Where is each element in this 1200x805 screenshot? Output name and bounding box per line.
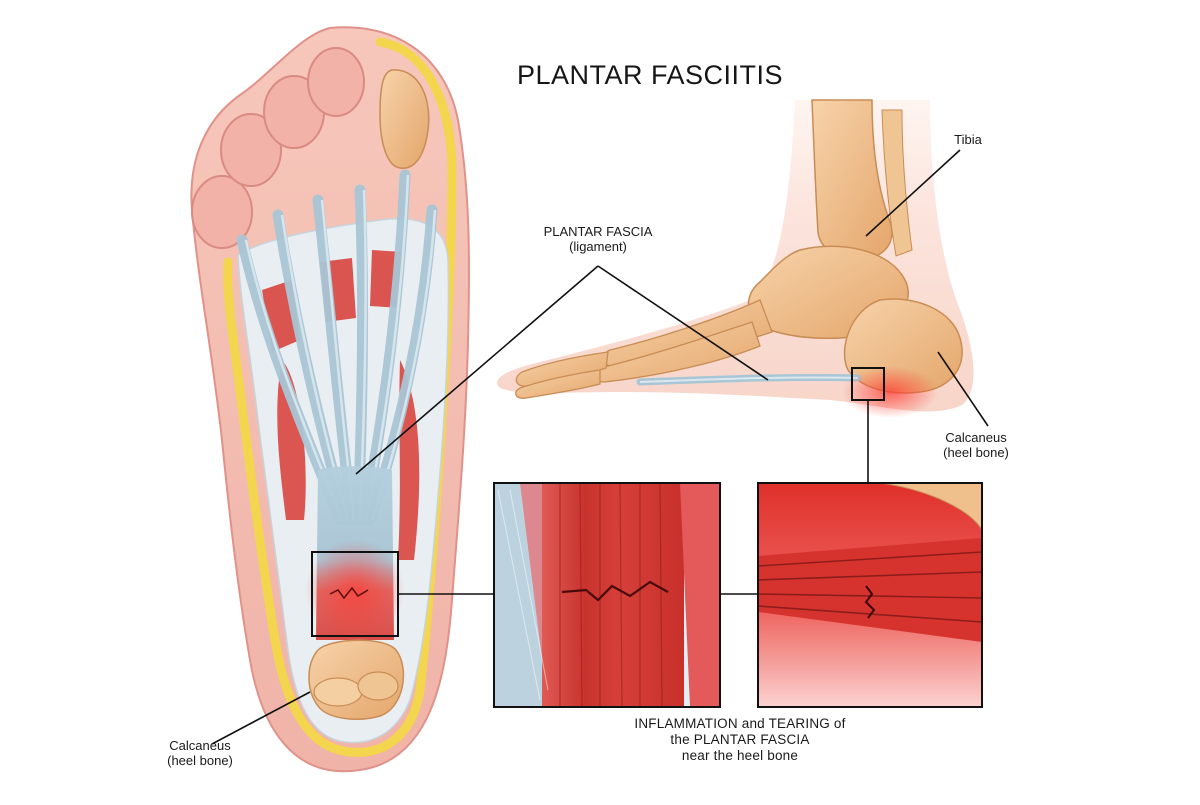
label-calcaneus-side-title: Calcaneus [945, 430, 1007, 445]
label-tibia: Tibia [954, 132, 982, 147]
label-calcaneus-side: Calcaneus (heel bone) [926, 430, 1026, 461]
caption: INFLAMMATION and TEARING of the PLANTAR … [570, 716, 910, 764]
label-calcaneus-side-sub: (heel bone) [943, 445, 1009, 461]
muscle-fiber-lines [559, 483, 663, 707]
label-calcaneus-sole-sub: (heel bone) [167, 753, 233, 769]
metatarsal-bones [515, 299, 773, 399]
tear-line-left [561, 580, 669, 602]
label-plantar-fascia: PLANTAR FASCIA (ligament) [508, 224, 688, 255]
label-calcaneus-sole-title: Calcaneus [169, 738, 231, 753]
label-plantar-fascia-title: PLANTAR FASCIA [543, 224, 653, 239]
heel-inflammation-glow [842, 366, 938, 418]
zoom-panel-left [494, 483, 720, 707]
zoom-panel-right [758, 483, 982, 707]
toes [191, 47, 365, 249]
foot-side-illustration [496, 99, 974, 418]
caption-line-1: INFLAMMATION and TEARING of [634, 716, 846, 731]
tear-mark-small [329, 586, 369, 600]
heel-bone [308, 639, 405, 720]
label-plantar-fascia-sub: (ligament) [569, 239, 627, 255]
fat-layer [223, 37, 457, 757]
leader-lines [211, 149, 989, 745]
big-toe-bone [379, 69, 430, 169]
caption-line-3: near the heel bone [681, 747, 799, 763]
foot-sole-illustration [190, 26, 470, 773]
tear-line-right [864, 585, 876, 619]
caption-line-2: the PLANTAR FASCIA [670, 731, 810, 747]
label-calcaneus-sole: Calcaneus (heel bone) [150, 738, 250, 769]
inflammation-glow [305, 540, 405, 640]
diagram-title: PLANTAR FASCIITIS [516, 60, 784, 90]
